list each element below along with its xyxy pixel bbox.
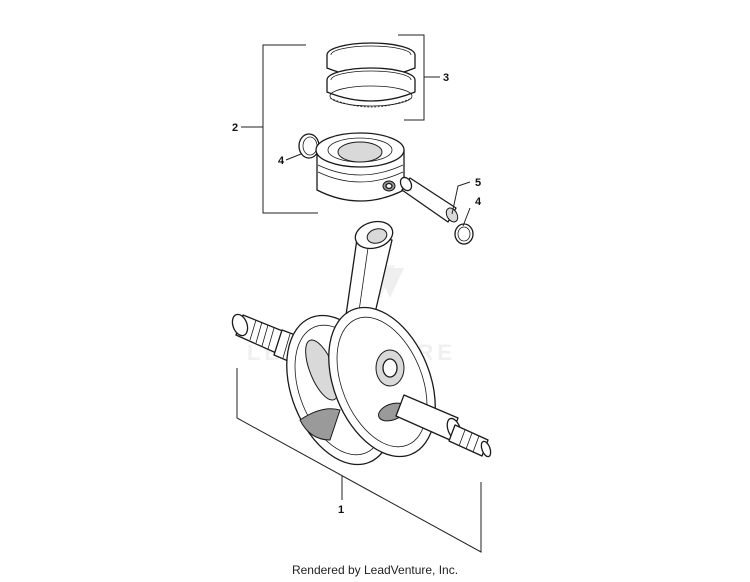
leader-4-left: [285, 153, 302, 161]
piston-pin: [399, 176, 459, 223]
circlip-left: [298, 133, 320, 159]
callout-4-left[interactable]: 4: [278, 155, 285, 167]
callout-4-right[interactable]: 4: [475, 196, 482, 208]
connecting-rod: [344, 220, 394, 327]
leader-4-right: [462, 207, 471, 227]
callout-3[interactable]: 3: [443, 72, 449, 84]
callout-2[interactable]: 2: [232, 122, 238, 134]
piston-rings: [326, 42, 416, 108]
bracket-1: [236, 368, 482, 553]
piston: [315, 132, 405, 202]
callout-1[interactable]: 1: [338, 504, 344, 516]
callout-5[interactable]: 5: [475, 177, 481, 189]
leader-5: [451, 181, 471, 215]
bracket-2: [241, 44, 318, 214]
crankshaft: [231, 306, 492, 466]
footer-credit: Rendered by LeadVenture, Inc.: [291, 563, 459, 577]
bracket-3: [398, 34, 440, 121]
circlip-right: [454, 223, 474, 245]
